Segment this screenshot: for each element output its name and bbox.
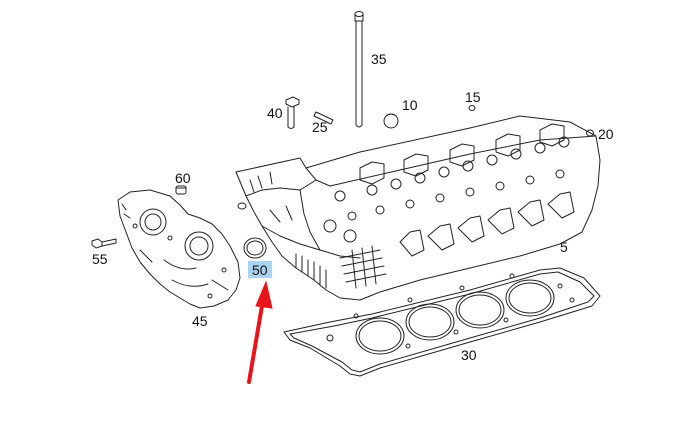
- head-gasket-30: [283, 267, 601, 377]
- callout-35: 35: [371, 51, 387, 67]
- cylinder-head-5: [235, 115, 601, 301]
- pin-25: [313, 111, 334, 125]
- small-bolt-near-cover: [237, 202, 247, 210]
- plug-10: [383, 113, 399, 129]
- plug-60: [175, 185, 187, 195]
- callout-20: 20: [598, 126, 614, 142]
- bolt-55: [91, 238, 117, 249]
- ring-15: [468, 105, 476, 111]
- callout-15: 15: [465, 89, 481, 105]
- callout-55: 55: [92, 251, 108, 267]
- timing-cover-45: [117, 189, 241, 309]
- callout-45: 45: [192, 313, 208, 329]
- bolt-35: [354, 11, 364, 128]
- o-ring-50: [243, 237, 267, 259]
- red-arrow: [247, 280, 273, 384]
- callout-5: 5: [560, 239, 568, 255]
- callout-40: 40: [267, 105, 283, 121]
- callout-10: 10: [402, 97, 418, 113]
- callout-60: 60: [175, 170, 191, 186]
- bolt-40: [285, 96, 300, 129]
- callout-50-highlighted: 50: [248, 261, 272, 278]
- callout-25: 25: [312, 119, 328, 135]
- callout-30: 30: [461, 347, 477, 363]
